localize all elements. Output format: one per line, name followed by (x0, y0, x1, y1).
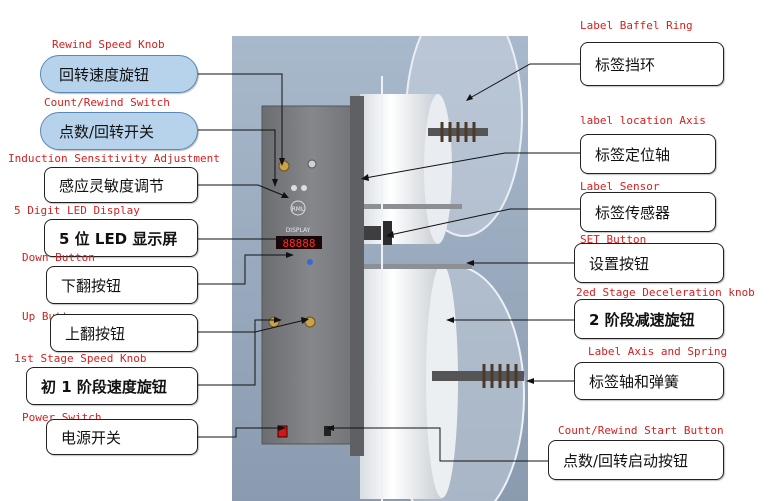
english-label-led-display: 5 Digit LED Display (14, 204, 140, 217)
display-caption: DISPLAY (286, 227, 311, 234)
callout-start-button: 点数/回转启动按钮 (548, 440, 724, 480)
callout-led-display: 5 位 LED 显示屏 (44, 219, 198, 257)
callout-first-stage-speed-knob: 初 1 阶段速度旋钮 (26, 367, 198, 405)
english-label-label-sensor: Label Sensor (580, 180, 660, 193)
callout-location-axis: 标签定位轴 (580, 134, 716, 174)
callout-rewind-speed-knob: 回转速度旋钮 (40, 55, 198, 93)
english-label-axis-spring: Label Axis and Spring (588, 345, 728, 358)
callout-baffle-ring: 标签挡环 (580, 42, 724, 86)
english-label-rewind-speed-knob: Rewind Speed Knob (52, 38, 165, 51)
device-photo: RML DISPLAY 88888 (232, 36, 528, 501)
callout-second-stage-knob: 2 阶段减速旋钮 (574, 299, 724, 339)
callout-induction-sensitivity: 感应灵敏度调节 (44, 167, 198, 203)
callout-label-sensor: 标签传感器 (580, 192, 716, 232)
english-label-set-button: SET Button (580, 233, 647, 246)
callout-count-rewind-switch: 点数/回转开关 (40, 112, 198, 150)
english-label-count-rewind-switch: Count/Rewind Switch (44, 96, 170, 109)
callout-up-button: 上翻按钮 (50, 314, 198, 352)
led-readout: 88888 (282, 237, 315, 250)
english-label-first-stage-speed-knob: 1st Stage Speed Knob (14, 352, 147, 365)
callout-set-button: 设置按钮 (574, 243, 724, 283)
callout-power-switch: 电源开关 (46, 419, 198, 455)
english-label-induction-sensitivity: Induction Sensitivity Adjustment (8, 152, 220, 165)
english-label-location-axis: label location Axis (580, 114, 706, 127)
callout-down-button: 下翻按钮 (46, 266, 198, 304)
english-label-down-button: Down Button (22, 251, 95, 264)
english-label-baffle-ring: Label Baffel Ring (580, 19, 693, 32)
callout-axis-spring: 标签轴和弹簧 (574, 362, 724, 400)
label-dispenser-illustration: RML DISPLAY 88888 (232, 36, 528, 501)
english-label-second-stage-knob: 2ed Stage Deceleration knob (576, 286, 755, 299)
brand-logo-text: RML (292, 206, 305, 213)
english-label-start-button: Count/Rewind Start Button (558, 424, 724, 437)
